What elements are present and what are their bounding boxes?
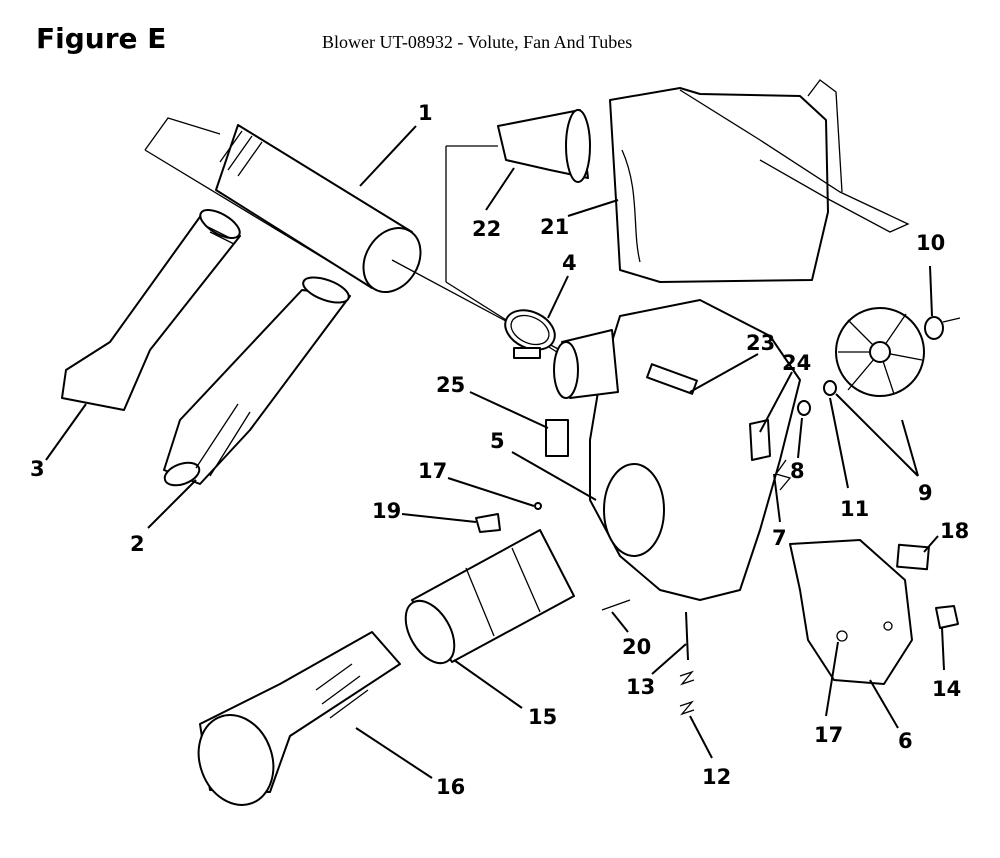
part-20-screw bbox=[601, 599, 631, 611]
leader-9 bbox=[835, 393, 919, 477]
part-25-label bbox=[545, 419, 569, 457]
leader-13 bbox=[651, 643, 687, 675]
callout-17-lower: 17 bbox=[814, 723, 843, 747]
part-17-washer-upper bbox=[534, 502, 542, 510]
part-5-volute-housing bbox=[553, 299, 801, 601]
callout-20: 20 bbox=[622, 635, 651, 659]
leader-24 bbox=[759, 371, 793, 433]
part-8-nut bbox=[797, 400, 811, 416]
callout-11: 11 bbox=[840, 497, 869, 521]
callout-3: 3 bbox=[30, 457, 45, 481]
leader-7 bbox=[773, 473, 781, 523]
part-21-bag bbox=[609, 79, 910, 283]
leader-8 bbox=[797, 417, 803, 459]
leader-12 bbox=[689, 715, 713, 759]
document-title: Blower UT-08932 - Volute, Fan And Tubes bbox=[322, 32, 633, 52]
callout-2: 2 bbox=[130, 532, 145, 556]
leader-5 bbox=[511, 451, 597, 501]
leader-22 bbox=[485, 167, 515, 211]
part-18-label bbox=[896, 543, 930, 571]
callout-15: 15 bbox=[528, 705, 557, 729]
callout-21: 21 bbox=[540, 215, 569, 239]
part-22-adapter bbox=[497, 109, 591, 183]
part-16-nozzle bbox=[197, 631, 401, 806]
part-2-round-nozzle bbox=[163, 276, 351, 487]
callout-25: 25 bbox=[436, 373, 465, 397]
leader-25 bbox=[469, 391, 549, 429]
part-14-knob bbox=[935, 605, 959, 629]
leader-20 bbox=[611, 611, 629, 633]
figure-label: Figure E bbox=[36, 22, 167, 55]
callout-16: 16 bbox=[436, 775, 465, 799]
callout-17-upper: 17 bbox=[418, 459, 447, 483]
part-24-clip bbox=[749, 419, 771, 461]
part-12-spring-b bbox=[679, 700, 695, 716]
callout-5: 5 bbox=[490, 429, 505, 453]
leader-21 bbox=[567, 199, 619, 217]
callout-8: 8 bbox=[790, 459, 805, 483]
callout-12: 12 bbox=[702, 765, 731, 789]
callout-22: 22 bbox=[472, 217, 501, 241]
leader-17-upper bbox=[447, 477, 535, 507]
callout-7: 7 bbox=[772, 526, 787, 550]
callout-13: 13 bbox=[626, 675, 655, 699]
leader-14 bbox=[941, 627, 945, 671]
part-3-flat-nozzle bbox=[61, 209, 241, 411]
part-6-back-plate bbox=[789, 539, 913, 685]
leader-11 bbox=[829, 397, 849, 489]
leader-16 bbox=[355, 727, 433, 779]
leader-10 bbox=[929, 265, 933, 317]
callout-10: 10 bbox=[916, 231, 945, 255]
leader-19 bbox=[401, 513, 477, 523]
part-12-spring-a bbox=[679, 670, 695, 686]
part-10-hub bbox=[924, 316, 961, 340]
callout-18: 18 bbox=[940, 519, 969, 543]
leader-4 bbox=[547, 275, 569, 319]
callout-9: 9 bbox=[918, 481, 933, 505]
callout-19: 19 bbox=[372, 499, 401, 523]
part-7-spring bbox=[774, 459, 792, 491]
part-11-washer bbox=[823, 380, 837, 396]
leader-2 bbox=[147, 479, 197, 529]
leader-3 bbox=[45, 403, 87, 461]
part-13-rod bbox=[685, 611, 689, 661]
part-4-clamp bbox=[504, 309, 556, 359]
part-19-knob bbox=[475, 513, 501, 533]
leader-6 bbox=[869, 679, 899, 729]
callout-23: 23 bbox=[746, 331, 775, 355]
leader-18 bbox=[923, 535, 939, 553]
leader-17-lower bbox=[825, 641, 839, 717]
part-15-tube bbox=[404, 529, 575, 665]
tube-group-bracket bbox=[144, 117, 221, 151]
callout-4: 4 bbox=[562, 251, 577, 275]
callout-14: 14 bbox=[932, 677, 961, 701]
callout-1: 1 bbox=[418, 101, 433, 125]
leader-1 bbox=[359, 125, 417, 187]
leader-15 bbox=[453, 659, 523, 709]
part-9-fan bbox=[835, 307, 925, 397]
callout-24: 24 bbox=[782, 351, 811, 375]
leader-23 bbox=[689, 353, 759, 393]
callout-6: 6 bbox=[898, 729, 913, 753]
